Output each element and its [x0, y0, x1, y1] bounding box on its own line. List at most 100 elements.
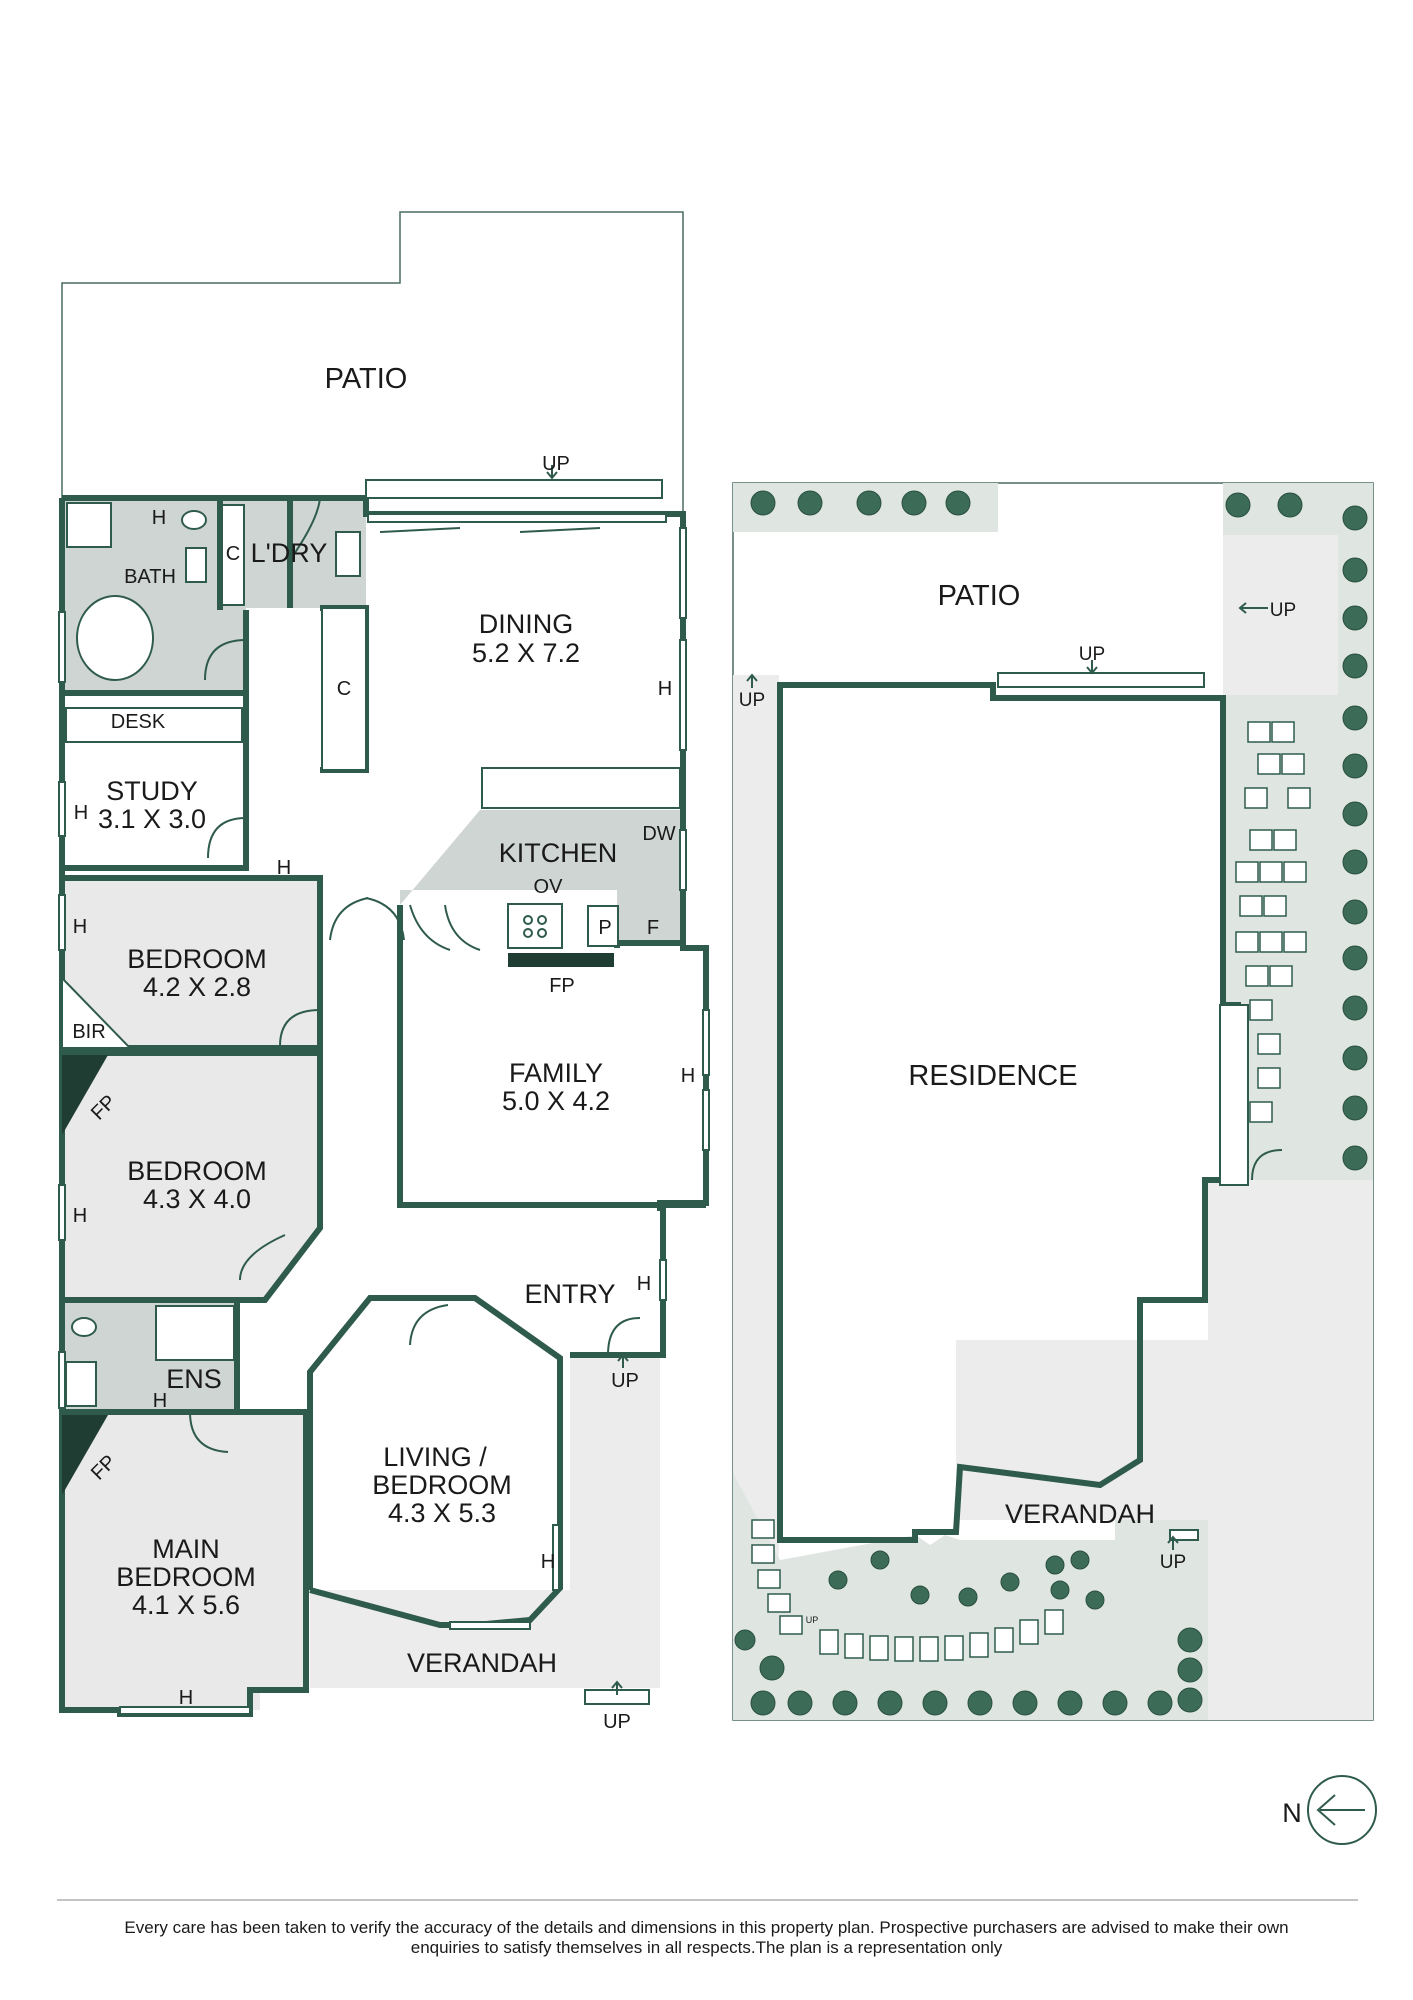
tree-icon — [1225, 492, 1251, 518]
heater-label: H — [681, 1065, 695, 1087]
fireplace-hearth-icon — [508, 953, 614, 967]
tree-icon — [1342, 801, 1368, 827]
north-arrow-icon — [1316, 1794, 1365, 1826]
tree-icon — [1342, 753, 1368, 779]
patio-step-area — [1223, 535, 1338, 695]
dining-label: DINING — [479, 609, 574, 639]
paver-icon — [1244, 787, 1268, 809]
burner-icon — [523, 915, 533, 925]
living-size: 4.3 X 5.3 — [388, 1498, 496, 1528]
step-up-label: UP — [542, 453, 570, 475]
paver-icon — [1281, 753, 1305, 775]
paver-icon — [1235, 931, 1259, 953]
heater-label: H — [73, 916, 87, 938]
residence-label: RESIDENCE — [908, 1060, 1077, 1092]
trees — [734, 490, 1368, 1716]
paver-icon — [844, 1633, 864, 1659]
kitchen-bench-icon — [481, 767, 681, 809]
arrow-icon — [1167, 1535, 1179, 1550]
living-label-line1: LIVING / — [383, 1442, 487, 1472]
tree-icon — [922, 1690, 948, 1716]
door-swing-icon — [239, 1234, 286, 1281]
door-swing-icon — [189, 1411, 229, 1453]
burner-icon — [537, 928, 547, 938]
study-label: STUDY — [106, 776, 198, 806]
door-swing-icon — [365, 897, 405, 941]
bir-label: BIR — [72, 1021, 105, 1043]
tree-icon — [1342, 1095, 1368, 1121]
door-swing-icon — [1251, 1149, 1283, 1181]
patio-label: PATIO — [325, 363, 408, 395]
paver-icon — [1259, 931, 1283, 953]
heater-label: H — [152, 507, 166, 529]
verandah-label: VERANDAH — [407, 1648, 557, 1678]
main-bedroom-size: 4.1 X 5.6 — [132, 1590, 240, 1620]
north-compass: N — [1282, 1775, 1377, 1845]
tree-icon — [910, 1585, 930, 1605]
basin-icon — [181, 510, 207, 530]
desk-icon — [65, 707, 243, 743]
window-icon — [58, 1351, 66, 1409]
fridge-label: F — [647, 917, 659, 939]
ens-toilet-icon — [65, 1361, 97, 1407]
site-plan: PATIO RESIDENCE VERANDAH UP UP UP UP UP — [732, 482, 1374, 1721]
tree-icon — [1342, 849, 1368, 875]
family-size: 5.0 X 4.2 — [502, 1086, 610, 1116]
main-bedroom-label-line2: BEDROOM — [116, 1562, 256, 1592]
compass-ring-icon — [1307, 1775, 1377, 1845]
paver-icon — [919, 1636, 939, 1662]
site-verandah — [956, 1340, 1208, 1520]
laundry-tub-icon — [335, 531, 361, 577]
ens-shower-icon — [155, 1305, 235, 1361]
tree-icon — [1085, 1590, 1105, 1610]
tree-icon — [1342, 505, 1368, 531]
bath-tub-icon — [76, 595, 154, 681]
laundry-cupboard-icon — [321, 607, 367, 771]
residence-footprint — [777, 682, 1241, 1543]
tree-icon — [1342, 653, 1368, 679]
disclaimer-line2: enquiries to satisfy themselves in all r… — [410, 1938, 1003, 1957]
heater-label: H — [73, 1205, 87, 1227]
tree-icon — [750, 1690, 776, 1716]
main-bedroom-walls — [62, 1409, 309, 1590]
arrow-icon — [546, 465, 558, 480]
paver-icon — [751, 1519, 775, 1539]
paver-icon — [1257, 1033, 1281, 1055]
cupboard-label: C — [226, 543, 240, 565]
paver-icon — [1287, 787, 1311, 809]
side-gate-icon — [1219, 1004, 1249, 1186]
paver-icon — [1239, 895, 1263, 917]
step-icon — [1169, 1529, 1199, 1541]
ens-label: ENS — [166, 1364, 222, 1394]
paver-icon — [894, 1636, 914, 1662]
tree-icon — [828, 1570, 848, 1590]
paver-icon — [1257, 1067, 1281, 1089]
bedroom1-size: 4.2 X 2.8 — [143, 972, 251, 1002]
tree-icon — [1342, 1045, 1368, 1071]
disclaimer: Every care has been taken to verify the … — [40, 1918, 1373, 1958]
window-icon — [679, 527, 687, 619]
bedroom1-label: BEDROOM — [127, 944, 267, 974]
tree-icon — [856, 490, 882, 516]
paver-icon — [1271, 721, 1295, 743]
door-swing-icon — [207, 817, 247, 859]
study-size: 3.1 X 3.0 — [98, 804, 206, 834]
door-swing-icon — [409, 904, 451, 951]
window-icon — [552, 1524, 560, 1591]
paver-icon — [1245, 965, 1269, 987]
slide-arrow-icon — [379, 527, 601, 533]
bedroom2-size: 4.3 X 4.0 — [143, 1184, 251, 1214]
tree-icon — [832, 1690, 858, 1716]
tree-icon — [1342, 899, 1368, 925]
window-icon — [679, 829, 687, 891]
bedroom2-label: BEDROOM — [127, 1156, 267, 1186]
tree-icon — [1177, 1627, 1203, 1653]
site-step-up-label: UP — [1270, 600, 1296, 621]
tree-icon — [945, 490, 971, 516]
paver-icon — [1019, 1619, 1039, 1645]
window-icon — [702, 1009, 710, 1076]
paver-icon — [757, 1569, 781, 1589]
heater-label: H — [541, 1551, 555, 1573]
site-step-up-label: UP — [806, 1615, 819, 1625]
paver-icon — [994, 1627, 1014, 1653]
